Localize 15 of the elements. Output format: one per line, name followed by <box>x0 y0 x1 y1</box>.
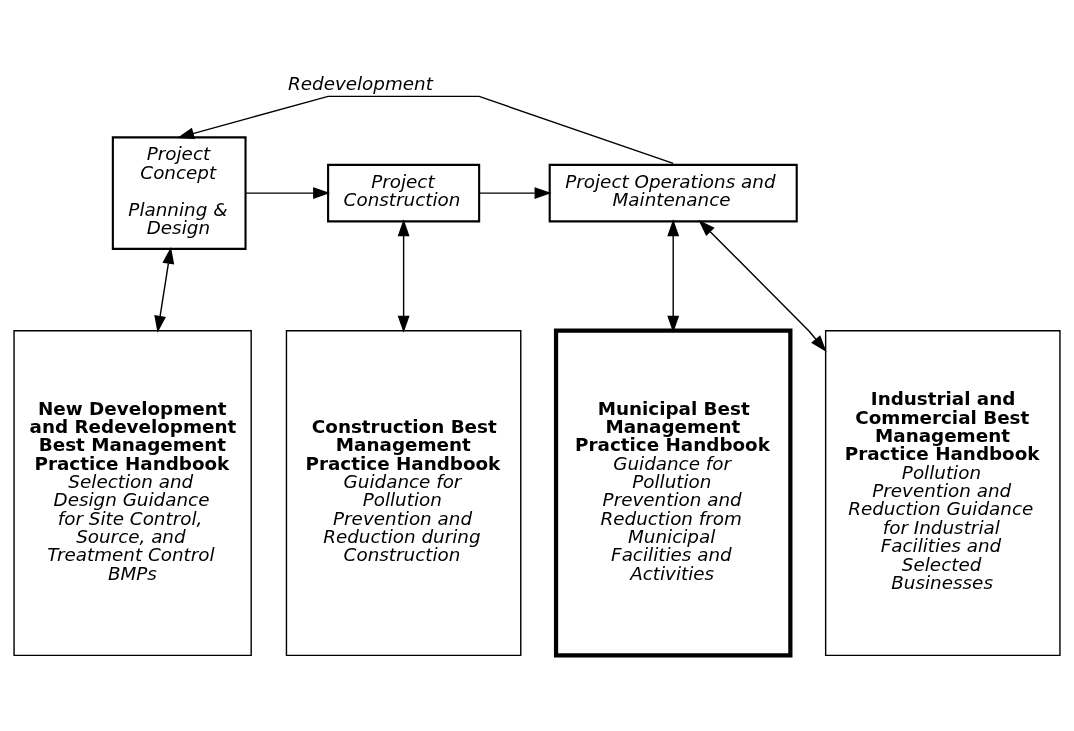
node-box: Construction Best Management Practice Handbook Guidance for Pollution Prevention and Reduction during Construction <box>285 329 522 656</box>
arrow <box>245 186 331 199</box>
node-box: Project Operations and Maintenance <box>548 163 798 222</box>
node-box: Project Concept Planning & Design <box>111 135 247 250</box>
arrow <box>478 186 552 199</box>
node-box: Project Construction <box>327 163 481 222</box>
node-box: Industrial and Commercial Best Management Practice Handbook Pollution Prevention and Reduction Guidance for Industrial Facilities and Selected Businesses <box>824 329 1061 656</box>
node-box: New Development and Redevelopment Best Management Practice Handbook Selection and Design Guidance for Site Control, Source, and Treatment Control BMPs <box>13 329 252 656</box>
edge-label: Redevelopment <box>287 72 433 94</box>
arrow <box>667 218 680 333</box>
arrow <box>154 246 175 333</box>
node-box: Municipal Best Management Practice Handbook Guidance for Pollution Prevention and Reduction from Municipal Facilities and Activities <box>553 328 793 657</box>
arrow <box>177 95 674 164</box>
arrow <box>698 219 827 352</box>
arrow <box>397 218 410 333</box>
